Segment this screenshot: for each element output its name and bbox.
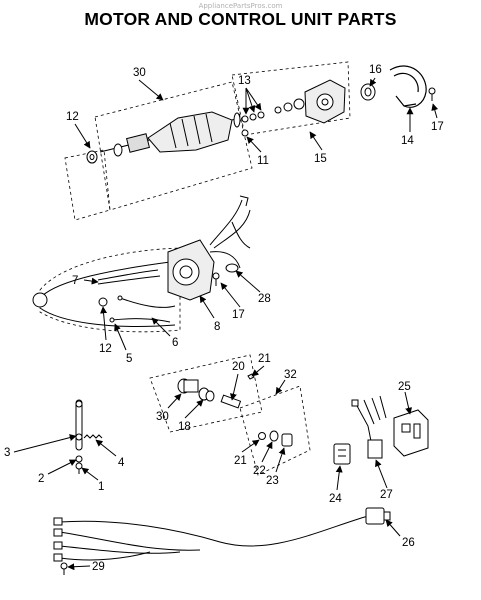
spring-4 [83,434,103,439]
callout-16: 16 [369,64,382,76]
potentiometer-31 [177,378,199,394]
armature-28 [99,111,241,157]
field-lead-wires [209,195,251,249]
bushing-18 [198,387,215,402]
callout-14: 14 [401,135,414,147]
screw-1 [75,462,83,474]
callout-27: 27 [380,489,393,501]
callout-11: 11 [257,155,269,167]
group-outline-28 [94,81,253,211]
callout-5: 5 [126,353,132,365]
callout-31: 30 [156,411,169,423]
callout-2: 2 [38,473,44,485]
leader-lines [13,77,439,571]
washer-11 [241,129,249,137]
group-outline-control [149,354,263,433]
end-bell-15 [274,79,346,124]
housing-shell [32,261,176,327]
screw-17-mid [212,272,220,286]
callout-25: 25 [398,381,411,393]
washers-12 [241,111,265,123]
brush-29 [225,263,239,273]
callout-20: 21 [258,353,271,365]
callout-6: 6 [172,337,178,349]
page-title: MOTOR AND CONTROL UNIT PARTS [84,9,397,29]
callout-28: 30 [133,67,146,79]
callout-24: 24 [329,493,342,505]
part-22 [269,430,279,442]
group-outline-32 [239,385,311,476]
clip-20 [247,373,255,380]
callout-4: 4 [118,457,125,469]
callout-29: 28 [258,293,271,305]
callout-21: 21 [234,455,247,467]
callout-30: 29 [92,561,105,573]
watermark: AppliancePartsPros.com [198,2,283,10]
wire-6 [117,295,176,308]
group-outline-housing [39,247,181,333]
callout-32: 32 [284,369,297,381]
callout-labels: 30 12 13 11 15 16 14 17 7 12 5 6 8 17 28… [4,64,444,573]
bracket-14 [389,65,427,108]
harness-27 [351,395,387,459]
callout-1: 1 [98,481,104,493]
screw-17-top [428,87,436,101]
callout-8: 8 [214,321,220,333]
speed-lever-3 [75,399,83,451]
shaft-19 [220,394,242,409]
callout-15: 15 [314,153,327,165]
callout-13: 12 [99,343,112,355]
callout-3: 3 [4,447,10,459]
screw-30 [60,562,68,575]
power-cord-26 [53,507,391,562]
switch-24 [333,443,351,465]
wire-5 [109,317,171,323]
callout-9: 12 [66,111,79,123]
callout-18: 18 [178,421,191,433]
part-13 [98,297,108,307]
wire-7 [97,269,161,285]
callout-12: 13 [238,75,251,87]
washer-9 [86,150,98,164]
callout-7: 7 [72,275,78,287]
callout-22: 22 [253,465,266,477]
callout-23: 23 [266,475,279,487]
callout-17-mid: 17 [232,309,245,321]
part-21 [258,432,266,440]
callout-26: 26 [402,537,415,549]
part-23 [281,433,293,447]
callout-17-top: 17 [431,121,444,133]
control-board-25 [393,409,429,457]
bearing-16 [360,83,376,101]
washer-2 [75,455,83,463]
callout-19: 20 [232,361,245,373]
